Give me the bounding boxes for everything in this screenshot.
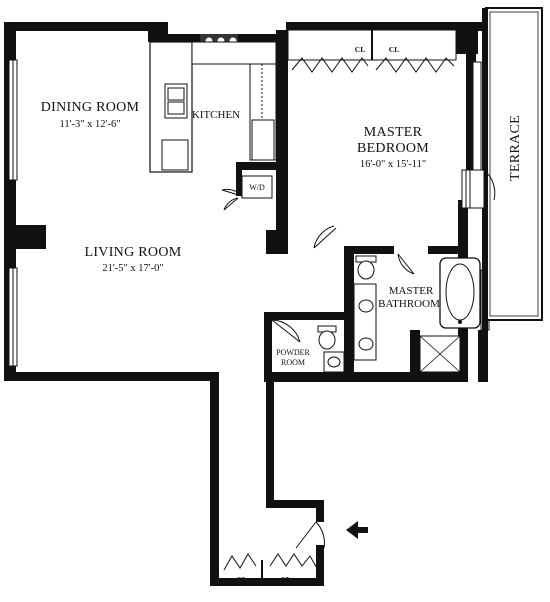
washer-dryer-label: W/D	[249, 183, 265, 192]
column-north	[148, 22, 168, 42]
bath-sink-upper	[358, 299, 374, 313]
room-labels: DINING ROOM 11'-3" x 12'-6" LIVING ROOM …	[41, 100, 429, 274]
wall-gallery-west	[210, 372, 219, 582]
wall-foyer-south	[210, 578, 324, 586]
wall-powder-west	[264, 312, 272, 380]
kitchen-label: KITCHEN	[192, 109, 240, 121]
entry-door	[295, 521, 325, 549]
closet-label-foyer-left: CL	[237, 575, 247, 584]
entry-arrow-icon	[346, 521, 368, 539]
wall-bath-north-b	[428, 246, 468, 254]
wall-foyer-east-bot	[316, 545, 324, 585]
master-bath-line1: MASTER	[389, 285, 434, 297]
wall-powder-north	[264, 312, 352, 320]
wall-foyer-east-top	[316, 500, 324, 522]
wall-bath-north-a	[344, 246, 394, 254]
closet-door-foyer-right	[269, 553, 319, 571]
master-bedroom-dims: 16'-0" x 15'-11"	[360, 159, 426, 170]
wall-bedroom-east	[466, 54, 476, 204]
bath-fixtures: MASTER BATHROOM	[353, 253, 481, 373]
wall-bath-west	[344, 246, 354, 378]
wall-foyer-north	[266, 500, 322, 508]
wall-south-bath	[264, 372, 464, 382]
living-room-label: LIVING ROOM	[84, 245, 181, 260]
terrace-outline	[485, 7, 543, 321]
column-west	[4, 225, 46, 249]
master-bedroom-line1: MASTER	[364, 125, 423, 140]
wall-wd-north	[236, 162, 278, 170]
powder-door	[271, 319, 301, 343]
wall-south-living	[4, 372, 218, 381]
bedroom-door	[313, 225, 337, 249]
bath-door	[397, 253, 415, 275]
master-bedroom-line2: BEDROOM	[357, 141, 429, 156]
wall-north-bedroom	[286, 22, 486, 31]
closet-door-bedroom-right	[375, 57, 455, 73]
foyer: CL CL	[223, 521, 368, 586]
closet-label-bedroom-left: CL	[355, 45, 365, 54]
bedroom-closets: CL CL	[287, 29, 457, 73]
terrace-label: TERRACE	[508, 115, 523, 181]
wall-north-dining	[4, 22, 154, 31]
closet-door-foyer-left	[223, 553, 257, 571]
powder-toilet	[318, 330, 336, 350]
refrigerator	[251, 119, 275, 161]
living-room-dims: 21'-5" x 17'-0"	[102, 263, 163, 274]
column-center	[266, 230, 288, 254]
wall-kitchen-bedroom	[276, 30, 288, 254]
terrace: TERRACE	[482, 7, 543, 338]
washer-dryer: W/D	[221, 175, 273, 211]
closet-label-bedroom-right: CL	[389, 45, 399, 54]
master-bath-line2: BATHROOM	[378, 298, 440, 310]
wall-east-lower	[478, 330, 488, 382]
wall-gallery-east	[266, 380, 274, 505]
wall-shower	[410, 330, 420, 380]
column-ne	[454, 22, 478, 54]
dishwasher	[161, 139, 189, 171]
terrace-door	[461, 169, 496, 209]
dining-room-dims: 11'-3" x 12'-6"	[60, 119, 121, 130]
bath-sink-lower	[358, 337, 374, 351]
dining-room-label: DINING ROOM	[41, 100, 140, 115]
closet-door-bedroom-left	[291, 57, 369, 73]
powder-room: POWDER ROOM	[271, 319, 345, 373]
powder-room-line2: ROOM	[281, 358, 305, 367]
wall-wd-west	[236, 162, 242, 196]
powder-room-line1: POWDER	[276, 348, 310, 357]
bath-toilet	[357, 260, 375, 280]
kitchen-fixtures: KITCHEN	[149, 34, 277, 173]
closet-label-foyer-right: CL	[281, 575, 291, 584]
kitchen-sink	[164, 83, 188, 119]
